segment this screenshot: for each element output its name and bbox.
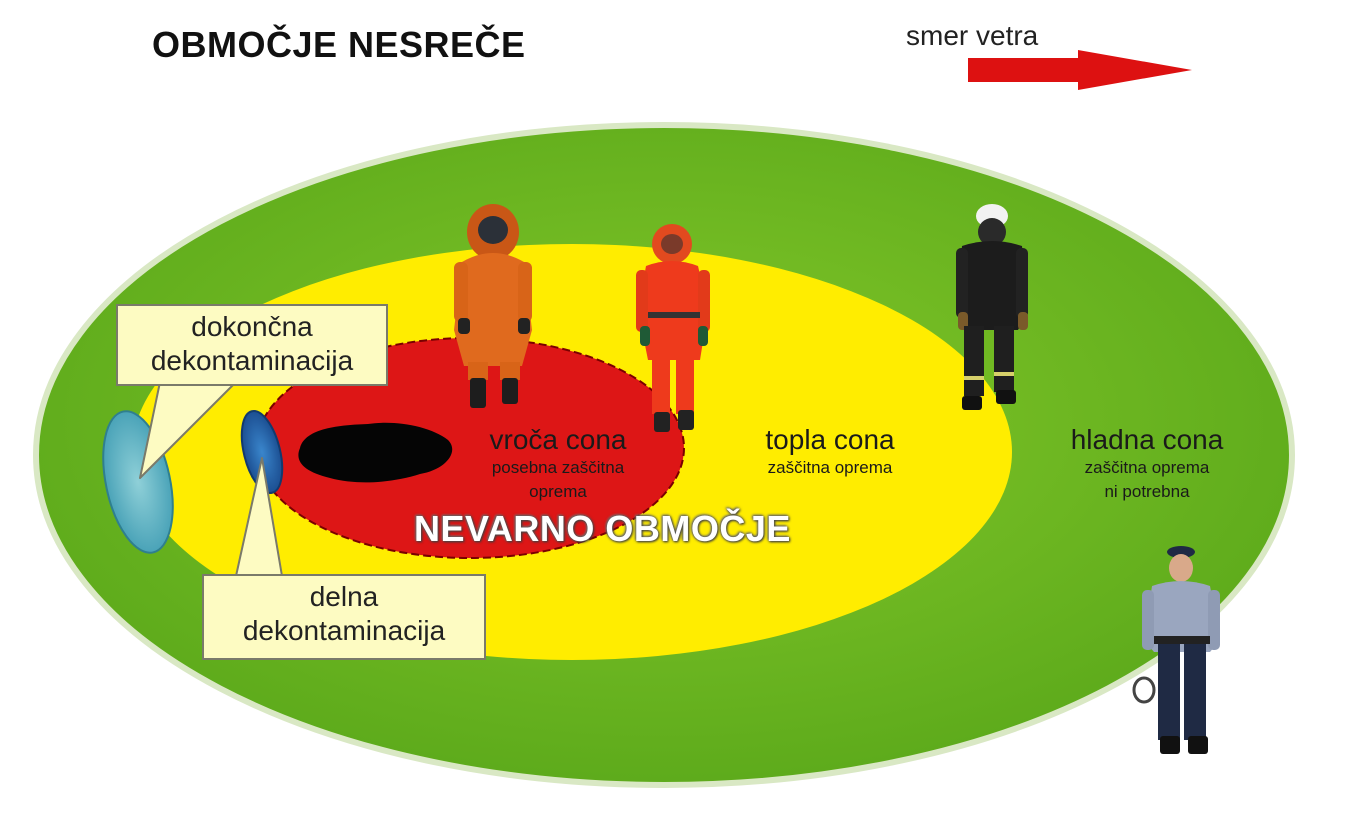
hazmat-suit-orange-figure	[454, 204, 532, 408]
firefighter-figure	[956, 204, 1028, 410]
partial-decontamination-line1: delna	[309, 581, 379, 612]
danger-area-label: NEVARNO OBMOČJE	[414, 508, 791, 549]
hazard-spill-icon	[298, 422, 453, 483]
page-title: OBMOČJE NESREČE	[152, 24, 526, 65]
warm-zone-label: topla cona zaščitna oprema	[730, 424, 930, 480]
hazmat-suit-red-figure	[636, 224, 710, 432]
final-decontamination-line1: dokončna	[191, 311, 313, 342]
partial-decontamination-callout: delna dekontaminacija	[202, 574, 486, 660]
cold-zone-name: hladna cona	[1070, 424, 1224, 455]
final-decontamination-callout: dokončna dekontaminacija	[116, 304, 388, 386]
police-officer-figure	[1132, 546, 1220, 754]
partial-decontamination-line2: dekontaminacija	[242, 615, 446, 646]
warm-zone-equipment: zaščitna oprema	[767, 458, 893, 477]
hot-zone-equipment-line1: posebna zaščitna	[491, 458, 625, 477]
wind-direction-label: smer vetra	[906, 20, 1039, 51]
wind-direction-arrow	[968, 50, 1192, 90]
cold-zone-label: hladna cona zaščitna oprema ni potrebna	[1036, 424, 1258, 504]
hot-zone-name: vroča cona	[489, 424, 627, 455]
hot-zone-equipment-line2: oprema	[529, 482, 587, 501]
final-decontamination-line2: dekontaminacija	[150, 345, 354, 376]
cold-zone-equipment-line2: ni potrebna	[1104, 482, 1190, 501]
hot-zone-label: vroča cona posebna zaščitna oprema	[462, 424, 654, 504]
warm-zone-name: topla cona	[765, 424, 895, 455]
cold-zone-equipment-line1: zaščitna oprema	[1084, 458, 1210, 477]
partial-decontamination-area	[240, 410, 284, 494]
